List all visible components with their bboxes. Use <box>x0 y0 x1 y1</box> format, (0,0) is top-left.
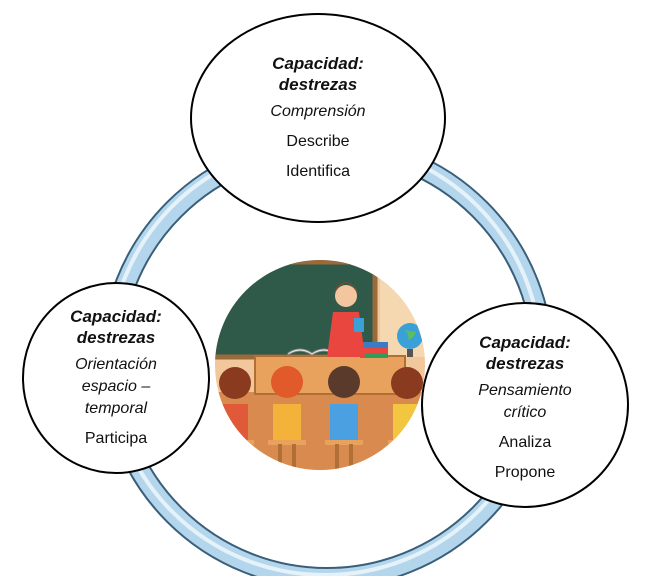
node-right-action: Analiza <box>498 434 552 451</box>
node-right-title-line1: Capacidad: <box>479 333 571 352</box>
node-top: Capacidad: destrezas Comprensión Describ… <box>193 25 443 210</box>
node-left-skill-line: temporal <box>84 400 148 417</box>
node-right-skill-line: Pensamiento <box>478 382 572 399</box>
node-left-title: Capacidad: destrezas <box>70 306 162 348</box>
node-right-action: Propone <box>494 464 556 481</box>
node-top-title: Capacidad: destrezas <box>272 53 364 95</box>
node-top-title-line2: destrezas <box>278 74 358 94</box>
node-left-skill-line: espacio – <box>81 378 151 395</box>
classroom-illustration <box>215 260 425 470</box>
node-right-skill-line: crítico <box>503 404 547 421</box>
node-left-skill-line: Orientación <box>75 356 157 373</box>
node-top-title-line1: Capacidad: <box>272 53 364 73</box>
node-top-action: Describe <box>286 132 350 150</box>
node-left-skill: Orientación espacio – temporal <box>75 354 157 420</box>
node-right: Capacidad: destrezas Pensamiento crítico… <box>420 308 630 508</box>
node-left-action: Participa <box>84 430 148 447</box>
node-left-title-line2: destrezas <box>76 328 156 347</box>
node-left-title-line1: Capacidad: <box>70 307 162 326</box>
node-right-shape <box>421 302 629 508</box>
node-right-title-line2: destrezas <box>485 354 565 373</box>
node-left: Capacidad: destrezas Orientación espacio… <box>28 280 204 476</box>
node-top-skill: Comprensión <box>270 102 366 120</box>
node-left-shape <box>22 282 210 474</box>
node-top-action: Identifica <box>285 162 351 180</box>
node-right-title: Capacidad: destrezas <box>479 332 571 374</box>
node-right-skill: Pensamiento crítico <box>478 380 571 424</box>
node-top-shape <box>190 13 446 223</box>
